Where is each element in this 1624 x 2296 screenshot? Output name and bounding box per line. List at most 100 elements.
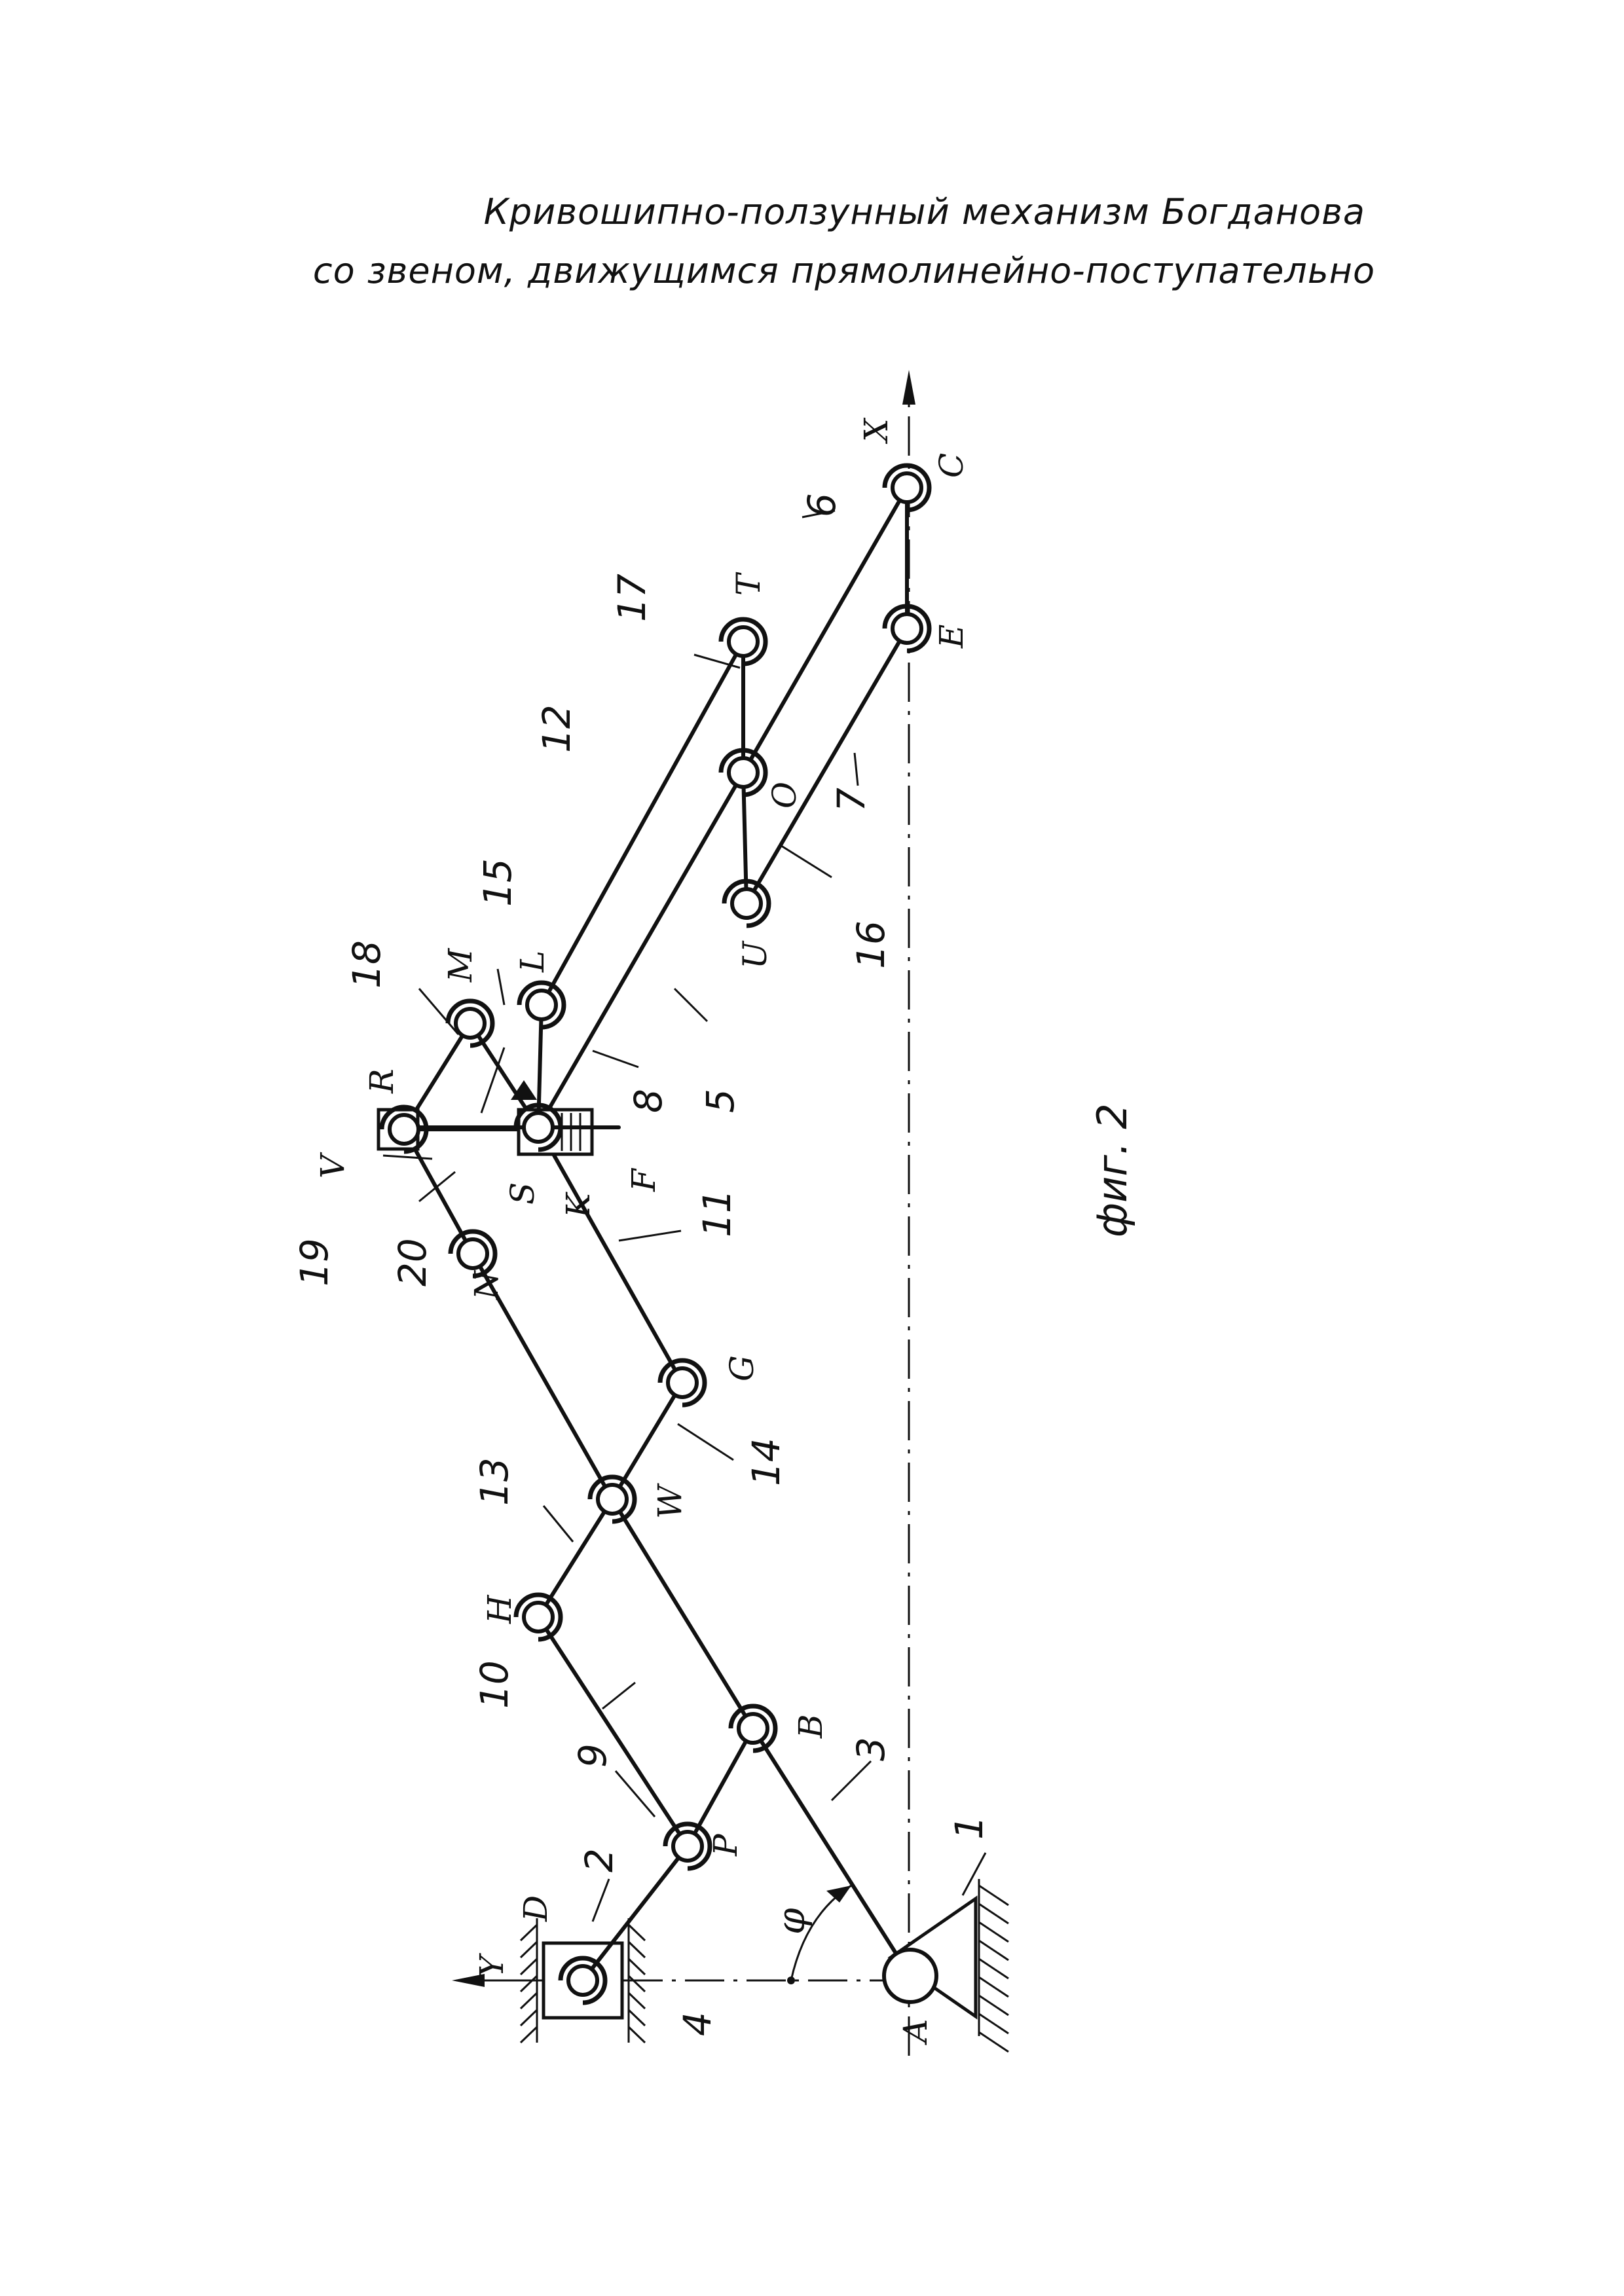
leader-line bbox=[542, 1505, 574, 1542]
hatch-mark bbox=[519, 1992, 538, 2010]
hatch-mark bbox=[627, 1941, 646, 1959]
link-13-upper bbox=[471, 1252, 614, 1501]
hatch-mark bbox=[627, 2026, 646, 2044]
link-number-19: 19 bbox=[292, 1238, 337, 1286]
link-number-11: 11 bbox=[695, 1189, 739, 1237]
leader-line bbox=[673, 987, 709, 1023]
joint-label-p: P bbox=[707, 1833, 745, 1857]
joint-o bbox=[718, 748, 768, 797]
link-number-15: 15 bbox=[475, 858, 520, 907]
leader-line bbox=[382, 1154, 433, 1160]
hatch-mark bbox=[978, 1994, 1009, 2016]
joint-b bbox=[728, 1704, 778, 1753]
joint-c bbox=[882, 463, 932, 513]
mechanism-links bbox=[402, 486, 912, 1982]
leader-line bbox=[591, 1878, 610, 1922]
hatch-mark bbox=[978, 1976, 1009, 1998]
link-10 bbox=[536, 1615, 690, 1848]
link-number-1: 1 bbox=[947, 1815, 991, 1840]
joint-label-f: F bbox=[625, 1167, 663, 1192]
hatch-mark bbox=[519, 2009, 538, 2027]
x-axis-label: X bbox=[857, 417, 895, 445]
link-number-10: 10 bbox=[472, 1660, 517, 1709]
link-11 bbox=[536, 1125, 684, 1385]
link-6 bbox=[741, 486, 909, 774]
link-number-18: 18 bbox=[344, 940, 389, 989]
link-number-20: 20 bbox=[390, 1238, 435, 1286]
leader-line bbox=[779, 843, 832, 879]
joint-r bbox=[379, 1104, 429, 1154]
ground-hatching bbox=[978, 1884, 1009, 2053]
hatch-mark bbox=[627, 1992, 646, 2010]
joint-label-e: E bbox=[932, 625, 970, 649]
link-number-9: 9 bbox=[570, 1743, 615, 1768]
link-12 bbox=[540, 640, 745, 1007]
link-16 bbox=[741, 771, 748, 905]
link-number-13: 13 bbox=[472, 1457, 517, 1506]
joint-d bbox=[558, 1956, 608, 2005]
hatch-mark bbox=[627, 1975, 646, 1993]
joint-a bbox=[882, 1948, 938, 2004]
joint-n bbox=[448, 1229, 498, 1279]
link-number-4: 4 bbox=[675, 2012, 720, 2036]
y-axis-label: Y bbox=[473, 1953, 511, 1977]
hatch-mark bbox=[627, 2009, 646, 2027]
leader-line bbox=[614, 1770, 656, 1817]
title-line-1: Кривошипно-ползунный механизм Богданова bbox=[483, 191, 1365, 232]
joint-k bbox=[513, 1102, 563, 1152]
joint-label-c: C bbox=[932, 453, 970, 478]
link-number-12: 12 bbox=[534, 704, 579, 753]
coordinate-axes bbox=[452, 370, 915, 2056]
leader-line bbox=[592, 1049, 639, 1068]
leader-line bbox=[961, 1852, 987, 1896]
joint-p bbox=[663, 1821, 712, 1871]
leader-line bbox=[418, 988, 460, 1035]
link-number-2: 2 bbox=[577, 1848, 621, 1872]
hatch-mark bbox=[519, 1975, 538, 1993]
joint-label-b: B bbox=[792, 1714, 830, 1739]
mechanism-joints bbox=[379, 463, 938, 2005]
joint-u bbox=[722, 879, 771, 928]
joint-label-s: S bbox=[504, 1182, 542, 1205]
joint-t bbox=[718, 617, 768, 666]
hatch-mark bbox=[519, 1923, 538, 1942]
link-number-5: 5 bbox=[698, 1089, 743, 1113]
leader-line bbox=[480, 1047, 506, 1114]
leader-line bbox=[677, 1423, 734, 1461]
joint-label-d: D bbox=[517, 1895, 555, 1922]
link-number-7: 7 bbox=[829, 788, 874, 812]
hatch-mark bbox=[978, 1958, 1009, 1980]
hatch-mark bbox=[978, 2031, 1009, 2053]
link-3 bbox=[751, 1726, 912, 1978]
leader-line bbox=[802, 509, 836, 519]
hatch-mark bbox=[627, 1958, 646, 1976]
link-13-lower bbox=[610, 1497, 755, 1730]
leader-line bbox=[418, 1171, 456, 1203]
joint-label-g: G bbox=[723, 1355, 761, 1381]
joint-label-a: A bbox=[896, 2019, 934, 2045]
leader-lines bbox=[382, 509, 987, 1922]
leader-line bbox=[830, 1760, 872, 1802]
hatch-mark bbox=[519, 1958, 538, 1976]
joint-h bbox=[513, 1592, 563, 1642]
link-number-17: 17 bbox=[610, 574, 654, 622]
joint-l bbox=[517, 980, 566, 1030]
link-number-16: 16 bbox=[849, 920, 893, 969]
joint-w bbox=[587, 1474, 637, 1524]
link-number-6: 6 bbox=[800, 493, 844, 517]
joint-label-m: M bbox=[441, 947, 479, 983]
joint-label-l: L bbox=[513, 951, 551, 973]
angle-arc-arrow bbox=[826, 1886, 851, 1903]
link-5 bbox=[536, 771, 745, 1129]
joint-label-w: W bbox=[651, 1483, 689, 1519]
link-9 bbox=[581, 1844, 690, 1982]
joint-label-t: T bbox=[729, 572, 767, 596]
hatch-mark bbox=[978, 1939, 1009, 1961]
leader-line bbox=[853, 752, 859, 786]
hatch-mark bbox=[519, 2026, 538, 2044]
hatch-mark bbox=[978, 1903, 1009, 1925]
joint-label-k: K bbox=[559, 1192, 597, 1218]
